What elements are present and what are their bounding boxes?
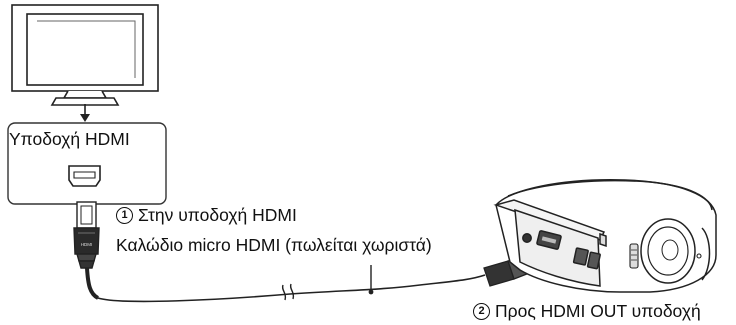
step-1-text: Στην υποδοχή HDMI — [138, 205, 297, 225]
cable-break-mark — [281, 283, 295, 301]
hdmi-cable — [86, 267, 486, 303]
step-1-label: 1 Στην υποδοχή HDMI — [116, 205, 297, 225]
step-2-text: Προς HDMI OUT υποδοχή — [495, 301, 701, 321]
step-2-label: 2 Προς HDMI OUT υποδοχή — [473, 301, 701, 321]
hdmi-port-label: Υποδοχή HDMI — [9, 129, 130, 149]
cable-label: Καλώδιο micro HDMI (πωλείται χωριστά) — [116, 235, 432, 255]
step-2-number: 2 — [473, 303, 490, 321]
plug-marking: HDMI — [81, 242, 93, 247]
hdmi-port-icon — [68, 165, 101, 187]
down-arrow-icon — [80, 104, 90, 122]
hdmi-plug-icon: HDMI — [73, 201, 100, 269]
action-camera-icon — [493, 179, 717, 293]
step-1-number: 1 — [116, 207, 133, 225]
cable-pointer — [368, 265, 374, 295]
tv-icon — [11, 4, 159, 106]
